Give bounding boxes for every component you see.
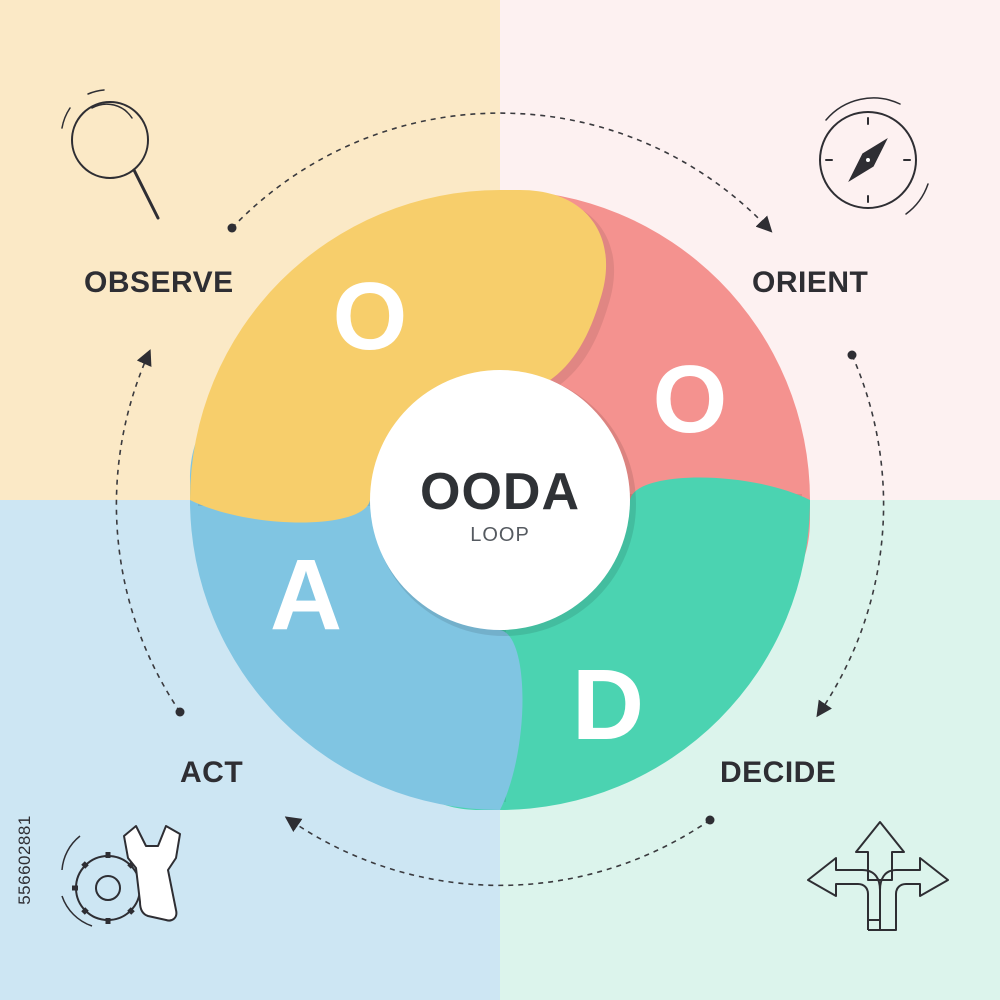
segment-letter-act: A: [269, 539, 343, 651]
center-subtitle: LOOP: [470, 524, 530, 546]
label-orient: ORIENT: [752, 266, 869, 299]
stock-id-text: 556602881: [15, 815, 34, 905]
arrow-decide-to-act: [284, 816, 711, 887]
center-circle: [370, 370, 630, 630]
arrow-act-to-observe: [115, 349, 181, 713]
arrow-orient-to-decide: [816, 354, 885, 718]
label-observe: OBSERVE: [84, 266, 234, 299]
cycle-arrows: [115, 112, 885, 887]
compass-icon: [819, 97, 929, 215]
label-decide: DECIDE: [720, 756, 837, 789]
label-act: ACT: [180, 756, 244, 789]
center-title: OODA: [420, 463, 580, 521]
gear-wrench-icon: [61, 825, 181, 927]
segment-letter-orient: O: [652, 346, 728, 453]
split-arrows-icon: [807, 821, 949, 931]
segment-letter-decide: D: [571, 649, 645, 761]
arrow-start-dots: [175, 223, 857, 825]
magnifier-icon: [61, 89, 160, 220]
segment-letter-observe: O: [332, 263, 408, 370]
segment-observe: [190, 190, 615, 523]
stock-id: 556602881: [10, 760, 40, 960]
